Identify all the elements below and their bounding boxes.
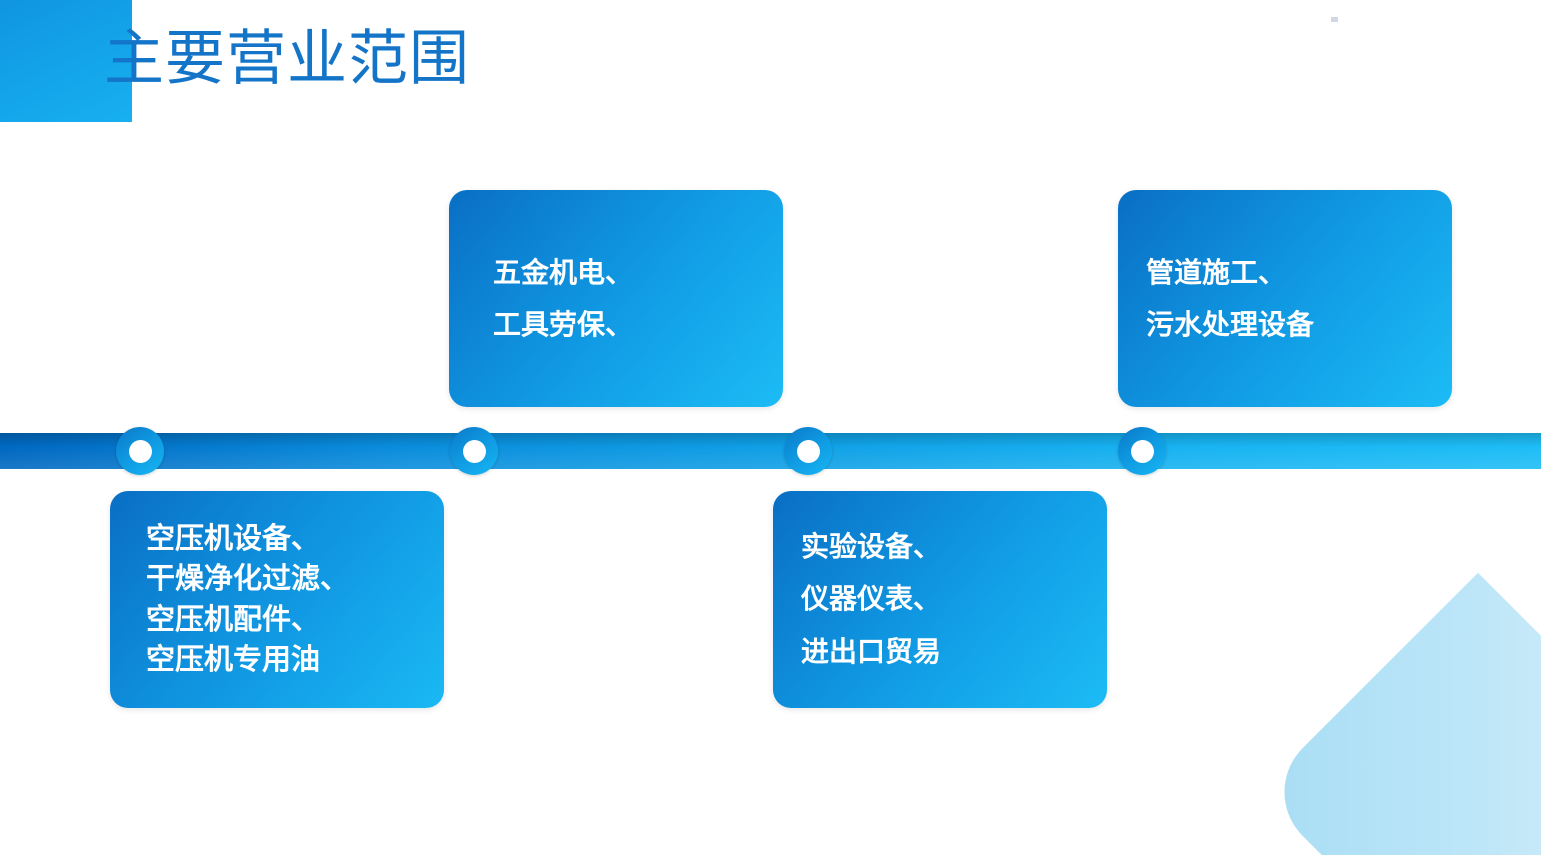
scope-box-2-line-2: 工具劳保、 (493, 308, 634, 340)
scope-box-4-line-2: 污水处理设备 (1146, 308, 1315, 340)
scope-box-1-line-3: 空压机配件、 (146, 603, 321, 636)
bottom-right-corner-shape (1258, 572, 1541, 855)
top-left-corner-shape (0, 0, 132, 122)
scope-box-3-line-1: 实验设备、 (801, 530, 942, 562)
scope-box-1-line-2: 干燥净化过滤、 (146, 563, 350, 596)
scope-box-3-line-3: 进出口贸易 (801, 635, 942, 667)
scope-box-1-line-4: 空压机专用油 (146, 643, 321, 676)
page-title: 主要营业范围 (104, 25, 470, 92)
timeline-bar (0, 433, 1541, 469)
timeline-node-4[interactable] (1118, 427, 1166, 475)
stray-artifact-mark (1331, 17, 1338, 22)
scope-box-1[interactable]: 空压机设备、 干燥净化过滤、 空压机配件、 空压机专用油 (110, 491, 444, 708)
scope-box-4[interactable]: 管道施工、 污水处理设备 (1118, 190, 1452, 407)
scope-box-4-line-1: 管道施工、 (1146, 256, 1287, 288)
scope-box-3-line-2: 仪器仪表、 (801, 583, 942, 615)
scope-box-3[interactable]: 实验设备、 仪器仪表、 进出口贸易 (773, 491, 1107, 708)
timeline-node-3[interactable] (784, 427, 832, 475)
timeline-node-1[interactable] (116, 427, 164, 475)
timeline-node-2[interactable] (450, 427, 498, 475)
scope-box-2-line-1: 五金机电、 (493, 256, 634, 288)
scope-box-1-line-1: 空压机设备、 (146, 523, 321, 556)
scope-box-2[interactable]: 五金机电、 工具劳保、 (449, 190, 783, 407)
